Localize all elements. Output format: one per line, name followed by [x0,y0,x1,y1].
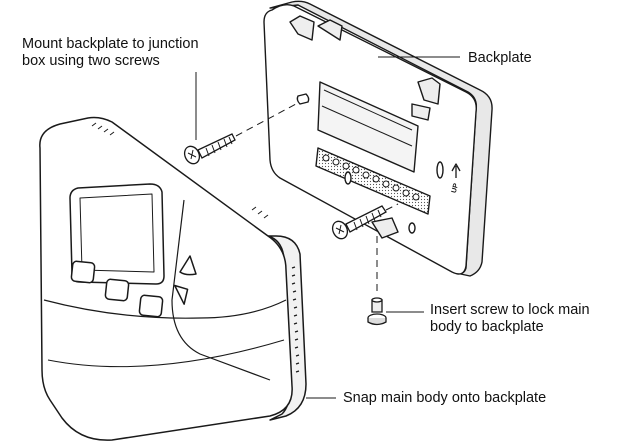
front-lower-curve [47,339,285,368]
alignment-lines [235,103,399,296]
mount-slot-bottom-2 [408,222,416,234]
down-arrow-button-icon [173,284,189,305]
callout-insert-line-2: body to backplate [430,319,544,335]
up-arrow-icon [451,163,461,178]
callout-backplate-label: Backplate [468,50,532,66]
top-vent [91,122,269,219]
main-body-side [267,235,307,421]
callout-insert-screw: Insert screw to lock main body to backpl… [430,302,590,336]
callout-mount-line-1: Mount backplate to junction [22,36,199,52]
backplate-right-tab [417,77,441,105]
backplate-top-tab-mid [317,19,343,41]
callout-snap-label: Snap main body onto backplate [343,390,547,406]
up-arrow-button-icon [179,255,197,276]
front-accent-curve [171,199,271,381]
button-1 [70,260,96,284]
callout-backplate: Backplate [468,50,532,67]
button-2 [104,278,130,302]
mount-slot-bottom [344,171,352,185]
wire-opening [317,81,419,173]
mount-slot-right [436,161,444,179]
button-3 [138,294,164,318]
backplate-top-tab-left [289,15,315,41]
backplate-right-tab-2 [411,103,431,121]
side-vent [291,266,300,373]
callout-insert-line-1: Insert screw to lock main [430,302,590,318]
main-body [39,116,307,441]
callout-snap-body: Snap main body onto backplate [343,390,546,407]
mount-slot-left [296,93,310,105]
screw-lower [331,205,387,240]
callout-mount-backplate: Mount backplate to junction box using tw… [22,36,199,70]
lock-clip [371,217,399,239]
front-accent-curve-2 [43,299,287,319]
lock-screw [367,297,387,326]
up-label: UP [451,182,460,194]
backplate [263,0,493,277]
leader-lines [195,56,460,399]
callout-mount-line-2: box using two screws [22,53,160,69]
screw-upper [183,133,236,165]
terminal-screws [322,154,420,201]
